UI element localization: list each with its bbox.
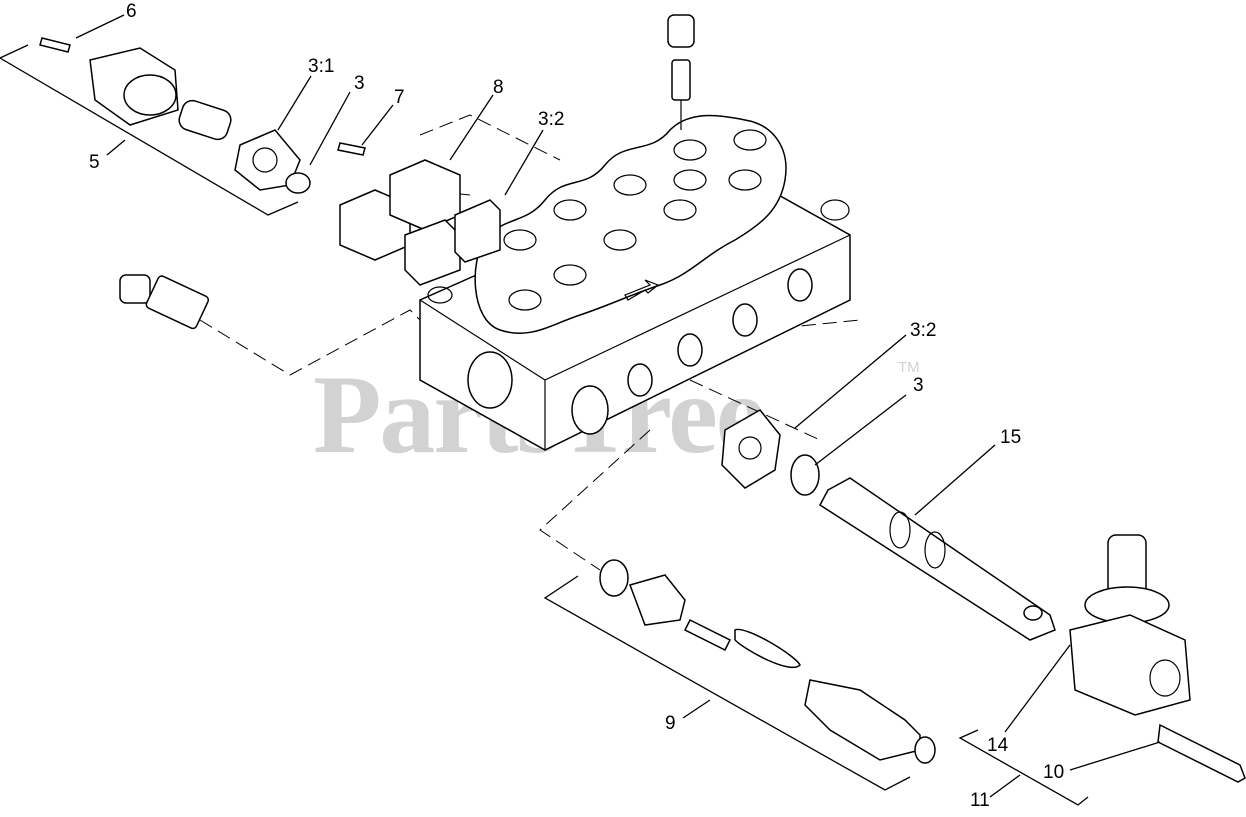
callout-3-2-lower: 3:2	[910, 320, 936, 341]
watermark-trademark: TM	[898, 359, 920, 376]
top-check-valve	[667, 14, 695, 130]
callout-3-upper: 3	[354, 73, 365, 94]
handle-housing	[1069, 534, 1246, 783]
callout-3-2-upper: 3:2	[538, 109, 564, 130]
callout-9: 9	[665, 713, 676, 734]
cap-assembly	[39, 37, 366, 194]
detent-assembly	[599, 559, 936, 764]
flange-plate	[721, 409, 820, 496]
callout-11: 11	[970, 790, 990, 811]
cover-blocks	[339, 159, 501, 286]
callout-15: 15	[1000, 427, 1021, 448]
callout-5: 5	[89, 152, 100, 173]
leader-lines	[75, 14, 1161, 798]
relief-cartridge	[119, 274, 210, 330]
callout-8: 8	[493, 77, 504, 98]
spool	[819, 477, 1056, 641]
callout-6: 6	[126, 1, 137, 22]
callout-10: 10	[1043, 762, 1064, 783]
callout-3-1: 3:1	[308, 56, 334, 77]
valve-body	[419, 114, 851, 451]
callout-labels: 6 5 3:1 3 7 8 3:2 3:2 3 15 9 14 10 11	[89, 1, 1064, 811]
callout-14: 14	[987, 735, 1009, 756]
callout-3-lower: 3	[913, 375, 924, 396]
callout-7: 7	[394, 87, 405, 108]
group-brackets	[0, 44, 1089, 806]
